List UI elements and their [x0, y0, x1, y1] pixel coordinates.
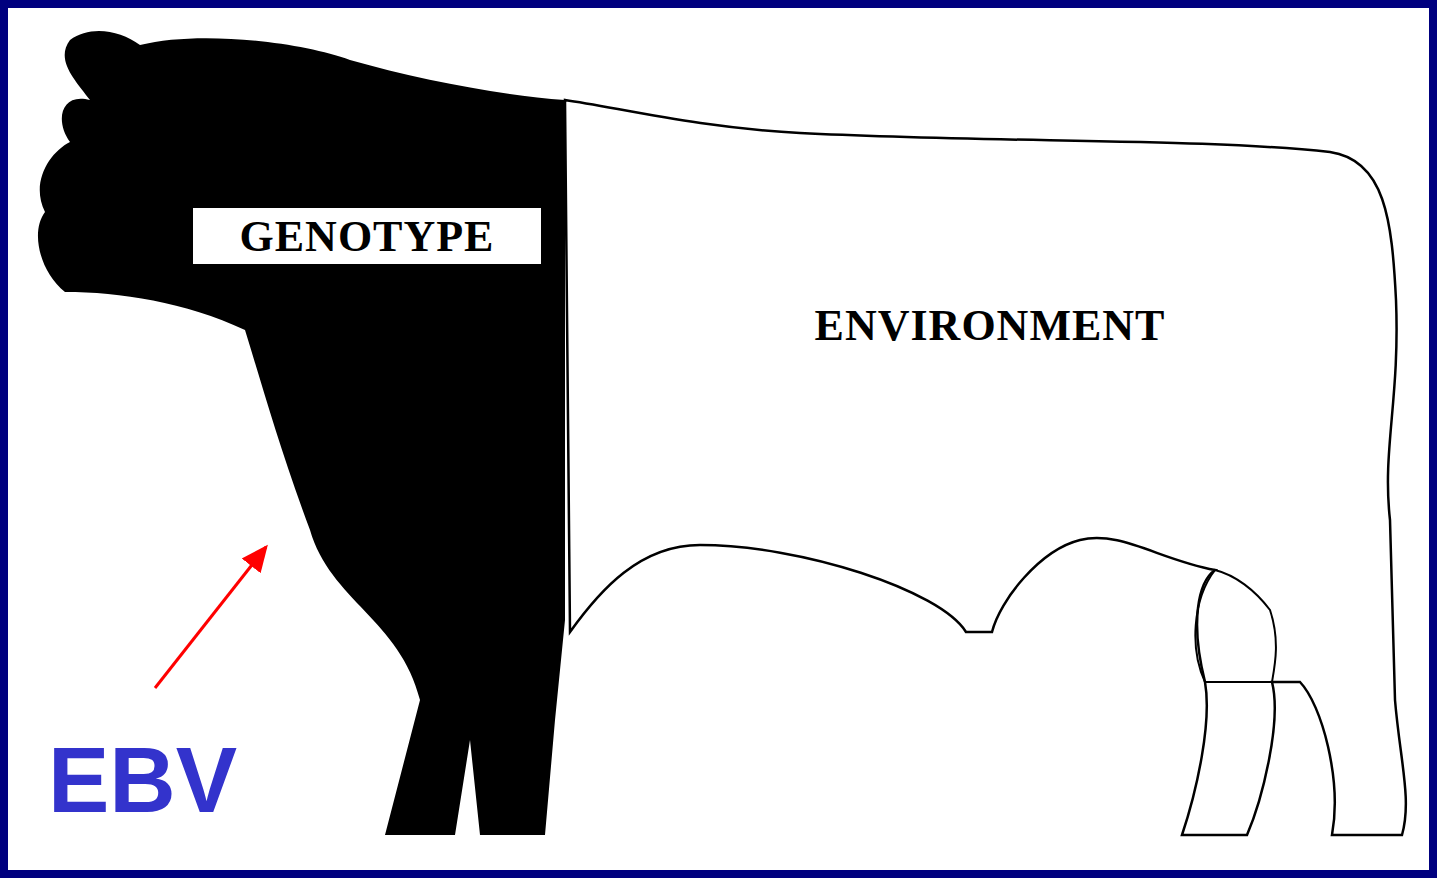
cow-rear-outline — [565, 100, 1406, 835]
cow-front-silhouette — [38, 31, 565, 835]
callout-label: EBV — [48, 728, 237, 833]
slide-canvas: GENOTYPE ENVIRONMENT EBV — [8, 8, 1429, 870]
label-box: GENOTYPE — [193, 208, 541, 264]
label-box: ENVIRONMENT — [740, 290, 1240, 360]
region-label: ENVIRONMENT — [815, 300, 1166, 351]
region-label: GENOTYPE — [240, 211, 495, 262]
leader-arrow — [155, 547, 266, 688]
cow-udder-outline — [1195, 570, 1276, 682]
